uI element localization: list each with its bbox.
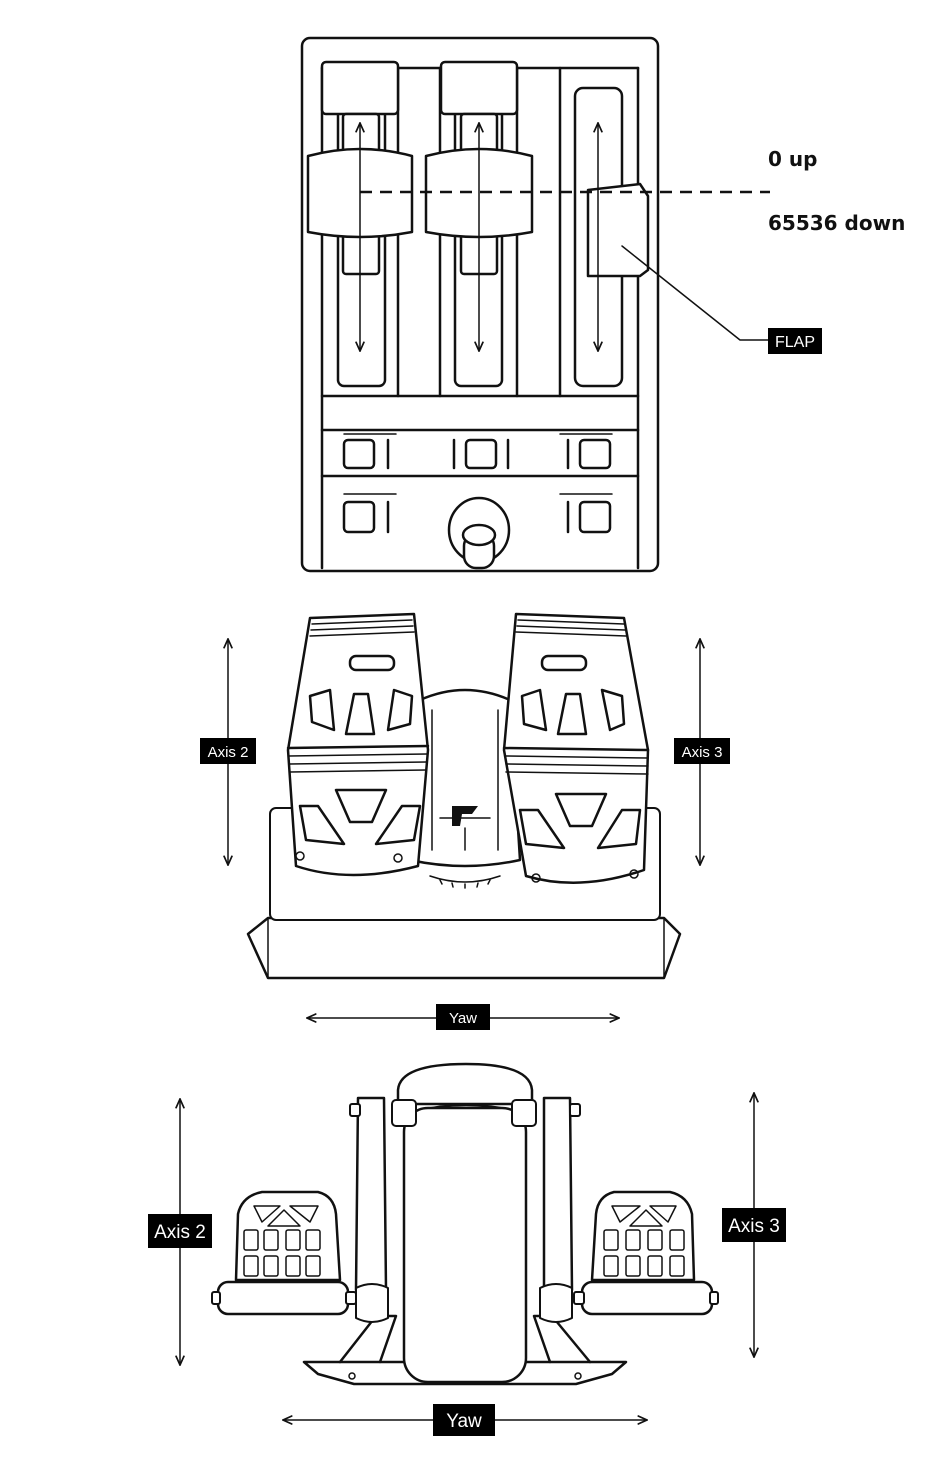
axis-3-label-side: Axis 3 (722, 1208, 786, 1242)
flap-label: FLAP (768, 328, 822, 354)
svg-text:Axis 3: Axis 3 (682, 744, 723, 761)
down-value-text: 65536 down (768, 211, 905, 235)
svg-text:Yaw: Yaw (449, 1010, 477, 1027)
left-pedal (288, 614, 428, 875)
yaw-label-side: Yaw (433, 1404, 495, 1436)
right-footplate (574, 1192, 718, 1314)
pedal-base (248, 918, 680, 978)
svg-text:FLAP: FLAP (775, 334, 815, 351)
carry-handle (398, 1064, 532, 1104)
axis-2-label-side: Axis 2 (148, 1214, 212, 1248)
svg-text:Axis 3: Axis 3 (728, 1216, 780, 1237)
axis-3-label-top: Axis 3 (674, 738, 730, 764)
svg-text:Axis 2: Axis 2 (208, 744, 249, 761)
left-pedal-arm (356, 1098, 386, 1298)
right-pedal (504, 614, 648, 883)
throttle-quadrant: 0 up 65536 down FLAP (302, 38, 905, 571)
svg-text:Axis 2: Axis 2 (154, 1222, 206, 1243)
axis-2-label-top: Axis 2 (200, 738, 256, 764)
right-pedal-arm (544, 1098, 572, 1298)
svg-text:Yaw: Yaw (446, 1411, 482, 1432)
rudder-pedals-front: Axis 2 Axis 3 Yaw (200, 614, 730, 1030)
yaw-label-top: Yaw (436, 1004, 490, 1030)
rudder-pedals-side: Axis 2 Axis 3 Yaw (148, 1064, 786, 1436)
up-value-text: 0 up (768, 147, 817, 171)
central-body (404, 1108, 526, 1382)
left-footplate (212, 1192, 356, 1314)
